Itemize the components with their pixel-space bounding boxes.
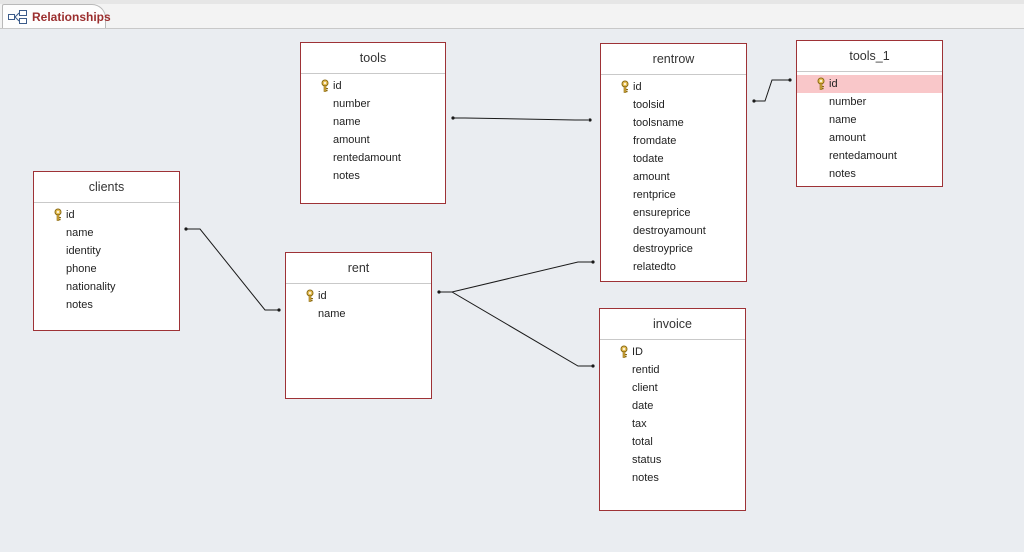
field-row[interactable]: name bbox=[829, 114, 857, 126]
field-row[interactable]: number bbox=[829, 96, 867, 108]
field-row[interactable]: rentprice bbox=[633, 189, 676, 201]
field-row[interactable]: client bbox=[632, 382, 658, 394]
field-row[interactable]: name bbox=[318, 308, 346, 320]
field-row[interactable]: id bbox=[601, 78, 746, 96]
key-icon bbox=[304, 289, 316, 302]
title-strip bbox=[0, 0, 1024, 4]
table-tools[interactable]: tools id number name amount rentedamount… bbox=[300, 42, 446, 204]
field-row[interactable]: ensureprice bbox=[633, 207, 691, 219]
table-title[interactable]: rentrow bbox=[601, 44, 746, 75]
key-icon bbox=[319, 79, 331, 92]
field-row[interactable]: rentedamount bbox=[829, 150, 897, 162]
field-row-selected[interactable]: id bbox=[797, 75, 942, 93]
relationship-line-tools-rentrow bbox=[452, 117, 588, 121]
field-row[interactable]: amount bbox=[333, 134, 370, 146]
relationship-line-rentrow-tools1 bbox=[753, 79, 790, 102]
table-title[interactable]: clients bbox=[34, 172, 179, 203]
field-row[interactable]: id bbox=[286, 287, 431, 305]
field-row[interactable]: date bbox=[632, 400, 654, 412]
field-row[interactable]: notes bbox=[333, 170, 360, 182]
key-icon bbox=[618, 345, 630, 358]
field-row[interactable]: notes bbox=[66, 299, 93, 311]
table-rentrow[interactable]: rentrow id toolsid toolsname fromdate to… bbox=[600, 43, 747, 282]
table-title[interactable]: rent bbox=[286, 253, 431, 284]
field-row[interactable]: name bbox=[333, 116, 361, 128]
table-clients[interactable]: clients id name identity phone nationali… bbox=[33, 171, 180, 331]
field-row[interactable]: id bbox=[301, 77, 445, 95]
field-row[interactable]: amount bbox=[829, 132, 866, 144]
field-row[interactable]: notes bbox=[829, 168, 856, 180]
field-row[interactable]: amount bbox=[633, 171, 670, 183]
table-title[interactable]: tools bbox=[301, 43, 445, 74]
table-invoice[interactable]: invoice ID rentid client date tax total … bbox=[599, 308, 746, 511]
document-tab-bar: Relationships bbox=[0, 4, 1024, 29]
field-row[interactable]: tax bbox=[632, 418, 647, 430]
field-row[interactable]: id bbox=[34, 206, 179, 224]
field-row[interactable]: notes bbox=[632, 472, 659, 484]
table-rent[interactable]: rent id name bbox=[285, 252, 432, 399]
field-row[interactable]: rentid bbox=[632, 364, 660, 376]
field-row[interactable]: destroyprice bbox=[633, 243, 693, 255]
field-row[interactable]: identity bbox=[66, 245, 101, 257]
field-row[interactable]: status bbox=[632, 454, 662, 466]
field-row[interactable]: ID bbox=[600, 343, 745, 361]
field-row[interactable]: destroyamount bbox=[633, 225, 706, 237]
key-icon bbox=[52, 208, 64, 221]
tab-label: Relationships bbox=[32, 9, 111, 24]
field-row[interactable]: name bbox=[66, 227, 94, 239]
relationship-line-rent-invoice bbox=[438, 291, 592, 367]
table-tools-1[interactable]: tools_1 id number name amount rentedamou… bbox=[796, 40, 943, 187]
table-title[interactable]: tools_1 bbox=[797, 41, 942, 72]
field-row[interactable]: total bbox=[632, 436, 653, 448]
field-row[interactable]: number bbox=[333, 98, 371, 110]
table-title[interactable]: invoice bbox=[600, 309, 745, 340]
field-row[interactable]: nationality bbox=[66, 281, 116, 293]
field-row[interactable]: fromdate bbox=[633, 135, 677, 147]
relationship-line-rent-rentrow bbox=[438, 261, 592, 293]
field-row[interactable]: todate bbox=[633, 153, 664, 165]
field-row[interactable]: relatedto bbox=[633, 261, 676, 273]
key-icon bbox=[619, 80, 631, 93]
key-icon bbox=[815, 77, 827, 90]
relationships-icon bbox=[8, 9, 28, 24]
field-row[interactable]: toolsname bbox=[633, 117, 684, 129]
field-row[interactable]: phone bbox=[66, 263, 97, 275]
field-row[interactable]: rentedamount bbox=[333, 152, 401, 164]
field-row[interactable]: toolsid bbox=[633, 99, 665, 111]
relationship-line-clients-rent bbox=[185, 228, 279, 311]
tab-relationships[interactable]: Relationships bbox=[2, 4, 111, 28]
